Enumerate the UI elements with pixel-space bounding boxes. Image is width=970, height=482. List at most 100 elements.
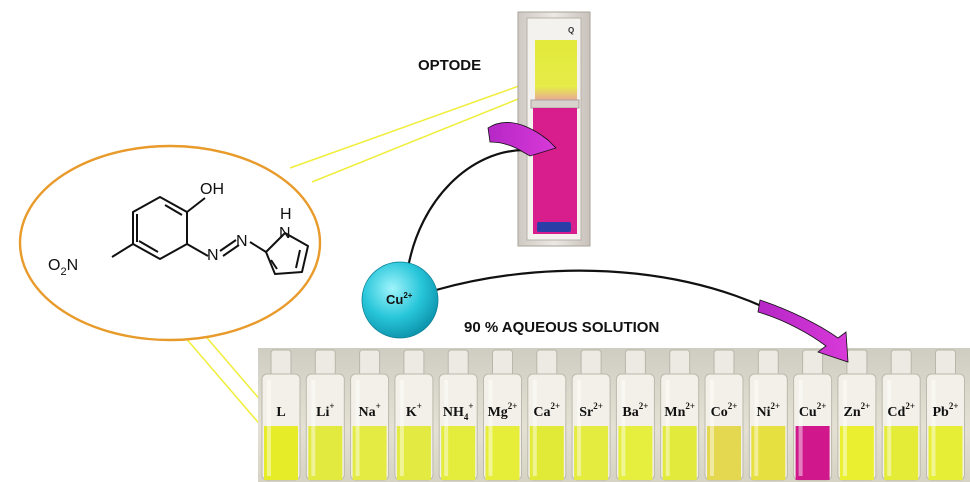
vial-neck	[270, 349, 292, 377]
vial-solution	[707, 426, 741, 480]
vial-label-charge: 2+	[639, 401, 649, 411]
callout-line-lower-2	[171, 321, 276, 443]
azo-n2-label: N	[236, 233, 248, 250]
arrow-to-optode-line	[406, 148, 526, 269]
azo-double-bond	[219, 239, 237, 252]
vial-highlight	[621, 380, 626, 476]
vial-solution	[485, 426, 520, 480]
vial-solution	[441, 426, 476, 480]
vial-label: L	[276, 405, 285, 420]
vial-neck	[492, 349, 513, 377]
vial: Na+	[350, 349, 390, 481]
vial-label: Cu2+	[799, 401, 827, 420]
vial-label-symbol: Cd	[887, 405, 905, 420]
vial: Cd2+	[881, 349, 921, 481]
vial-neck	[935, 349, 956, 377]
vial: Mg2+	[483, 349, 522, 481]
optode-cuvette: Q	[517, 11, 591, 247]
vial-label-symbol: NH	[443, 405, 464, 420]
vial-label-symbol: Mg	[488, 405, 508, 420]
vial-neck	[403, 349, 425, 377]
vial-label: Co2+	[711, 401, 738, 420]
vial-label: Mn2+	[664, 401, 695, 420]
vial-highlight	[842, 380, 847, 476]
vial-label-symbol: Sr	[579, 405, 593, 420]
vial: Sr2+	[571, 349, 611, 481]
vial: Mn2+	[660, 349, 700, 481]
vial-label: Zn2+	[844, 401, 871, 420]
vial-label-charge: 2+	[905, 401, 915, 411]
vial-label-symbol: Co	[711, 405, 728, 420]
vial: Ba2+	[615, 349, 655, 481]
vial-label-symbol: Na	[358, 405, 375, 420]
molecule-structure	[111, 196, 309, 275]
vial: Li+	[305, 349, 345, 481]
azo-bond-2	[249, 241, 267, 253]
vial-solution	[574, 426, 609, 480]
vial-highlight	[577, 380, 582, 476]
vial: Ni2+	[748, 349, 788, 481]
azo-bond-1	[186, 243, 209, 257]
optode-film	[535, 40, 577, 102]
vial-highlight	[798, 380, 803, 476]
molecule-ellipse	[18, 144, 322, 342]
vial-highlight	[887, 380, 892, 476]
vial-label-charge: 2+	[770, 401, 780, 411]
vial-solution	[618, 426, 653, 480]
vial-neck	[314, 349, 336, 377]
nitro-sub: 2	[60, 266, 66, 278]
vial-solution	[884, 426, 919, 480]
vial-label: Li+	[316, 401, 334, 420]
pyrrole-n-label: N	[279, 225, 291, 242]
vial-label-symbol: Ca	[533, 405, 550, 420]
nitro-bond	[111, 243, 134, 258]
pyrrole-h-label: H	[280, 206, 292, 223]
vial-label-charge: +	[417, 401, 422, 411]
optode-magenta-solution	[533, 108, 577, 234]
vial-neck	[802, 349, 824, 377]
vial-solution	[839, 426, 874, 480]
vial-highlight	[710, 380, 714, 476]
vial-highlight	[931, 380, 936, 476]
vial-label-symbol: Ba	[622, 405, 638, 420]
vial-neck	[713, 349, 735, 377]
vial-neck	[359, 349, 381, 377]
hydroxyl-label: OH	[200, 181, 224, 198]
arrows	[406, 122, 849, 363]
vial-highlight	[754, 380, 759, 476]
vial-label: Pb2+	[933, 401, 959, 420]
vial-label: Cd2+	[887, 401, 915, 420]
vial-neck	[536, 349, 558, 377]
nitro-label: O2N	[48, 257, 78, 278]
vial-label-symbol: L	[276, 405, 285, 420]
vial-label: NH4+	[443, 401, 474, 422]
vial-solution	[928, 426, 963, 480]
vial-label: Ni2+	[756, 401, 780, 420]
vial-label: Ca2+	[533, 401, 560, 420]
vial-label-symbol: Ni	[756, 405, 770, 420]
vial-label-symbol: Pb	[933, 405, 950, 420]
vial-label-charge: +	[376, 401, 381, 411]
vial-label: K+	[406, 401, 422, 420]
vial-label-charge: 2+	[817, 401, 827, 411]
vial: Zn2+	[837, 349, 877, 481]
azo-n1-label: N	[207, 247, 219, 264]
vial-label-symbol: Mn	[664, 405, 685, 420]
nitro-n: N	[67, 257, 79, 274]
vial: Ca2+	[527, 349, 567, 481]
vial: Co2+	[704, 349, 744, 481]
vial-label-charge: 2+	[949, 401, 959, 411]
vial: NH4+	[438, 349, 478, 481]
vial-label-charge: 2+	[685, 401, 695, 411]
vial-label-charge: 2+	[861, 401, 871, 411]
vial-solution	[264, 426, 298, 480]
vial-label-charge: +	[468, 401, 473, 411]
vial-label: Na+	[358, 401, 380, 420]
cu-bubble-charge: 2+	[403, 291, 412, 300]
vial-highlight	[665, 380, 670, 476]
stir-bar	[537, 222, 571, 232]
callout-line-upper	[289, 81, 531, 169]
callout-line-middle	[311, 94, 529, 183]
oh-bond	[186, 197, 206, 213]
vial-solution	[751, 426, 786, 480]
